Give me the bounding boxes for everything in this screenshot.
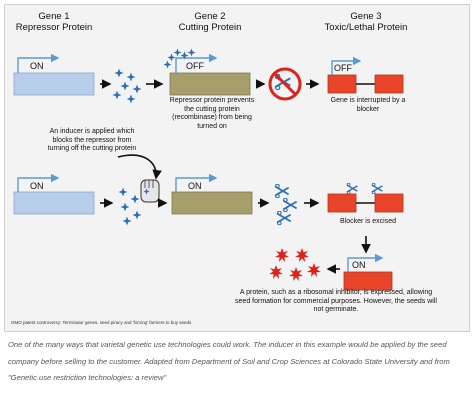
gene3-box-top: OFF [327,56,404,94]
star-protein-icon [269,248,321,281]
gene1-subtitle: Repressor Protein [15,22,93,33]
repressor-note: Repressor protein prevents the cutting p… [169,97,255,130]
gene2-header: Gene 2 Cutting Protein [168,11,252,33]
gene3-box-excised [327,183,404,213]
excised-note: Blocker is excised [339,218,397,225]
repressor-stars-top [112,68,142,104]
hand-icon [140,179,160,203]
gene2-title: Gene 2 [194,11,226,22]
gene1-box-top: ON [13,53,95,96]
off-label: OFF [334,63,352,73]
interrupted-note: Gene is interrupted by a blocker [330,97,406,113]
gene2-box-bottom: ON [171,173,253,215]
inducer-note: An inducer is applied which blocks the r… [47,128,137,152]
on-label: ON [188,181,202,191]
gene3-subtitle: Toxic/Lethal Protein [324,22,408,33]
result-note: A protein, such as a ribosomal inhibitor… [235,289,437,313]
on-label: ON [30,181,44,191]
figure-caption: One of the many ways that varietal genet… [8,340,450,382]
gene3-box-on: ON [343,253,393,291]
repressor-stars-bottom [118,187,142,226]
gene1-header: Gene 1 Repressor Protein [14,11,94,33]
no-sign-icon [268,67,302,101]
on-label: ON [352,260,366,270]
gene3-header: Gene 3 Toxic/Lethal Protein [318,11,414,33]
arrow [117,154,162,180]
gene3-title: Gene 3 [350,11,382,22]
image-credit: GMO patent controversy: Terminator genes… [11,320,192,325]
gene2-box-top: OFF [163,48,251,96]
gene2-subtitle: Cutting Protein [178,22,242,33]
on-label: ON [30,61,44,71]
off-label: OFF [186,61,204,71]
gene1-box-bottom: ON [13,173,95,215]
gene1-title: Gene 1 [38,11,70,22]
scissors-icon [274,184,298,225]
